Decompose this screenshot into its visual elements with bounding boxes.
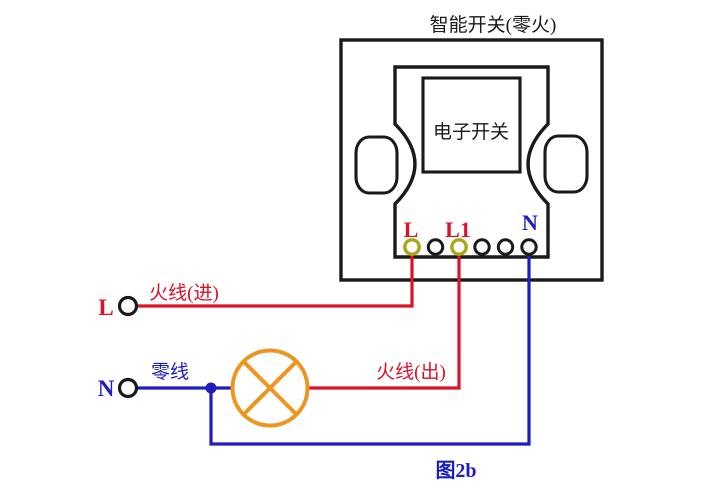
neutral-junction-dot	[205, 382, 217, 394]
wire-neutral-return	[209, 250, 531, 446]
mounting-hole-left	[354, 135, 399, 195]
wire-live-in-label: 火线(进)	[149, 282, 219, 304]
figure-caption: 图2b	[435, 459, 476, 482]
terminal-n-label: N	[522, 210, 538, 235]
supply-live-label: L	[98, 295, 113, 320]
electronic-switch-label: 电子开关	[433, 121, 509, 143]
supply-live-node	[117, 295, 139, 317]
terminal-l1-label: L1	[445, 217, 471, 242]
terminal-l1	[450, 238, 468, 256]
mounting-hole-right	[543, 134, 589, 194]
terminal-5	[496, 238, 515, 256]
lamp-cross-icon	[241, 359, 299, 417]
diagram-title: 智能开关(零火)	[430, 14, 557, 36]
terminal-4	[473, 238, 491, 256]
wire-neutral-label: 零线	[151, 361, 189, 383]
wire-live-out	[308, 250, 461, 390]
supply-neutral-label: N	[98, 376, 115, 401]
supply-neutral-node	[117, 377, 139, 399]
terminal-l-label: L	[404, 217, 419, 242]
wire-live-in	[128, 250, 414, 308]
wire-live-out-label: 火线(出)	[376, 361, 446, 383]
terminal-n	[520, 238, 538, 256]
terminal-l	[403, 238, 421, 256]
electronic-switch-box	[421, 76, 522, 174]
terminal-2	[426, 238, 445, 256]
